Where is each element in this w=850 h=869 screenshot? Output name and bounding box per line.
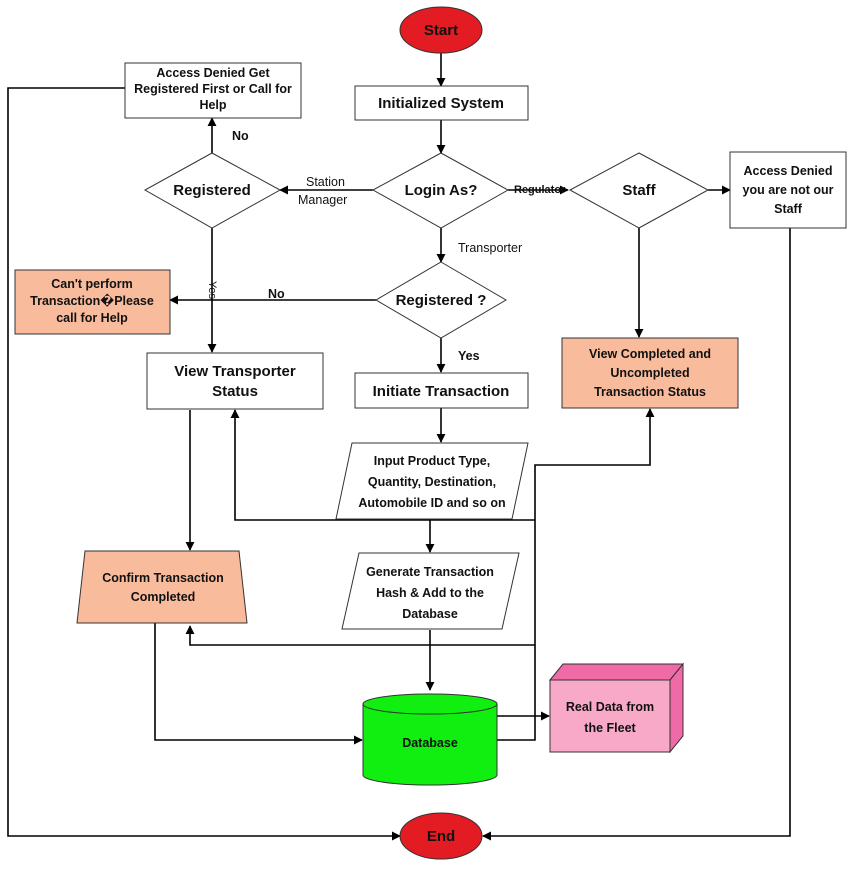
database-node: Database — [362, 693, 498, 786]
confirm-node: Confirm Transaction Completed — [76, 550, 248, 624]
view-transporter-box — [146, 352, 324, 410]
init-box — [354, 85, 529, 121]
generate-hash-line-3: Database — [402, 607, 458, 621]
edge-labels: No Station Manager Regulator Transporter… — [206, 129, 566, 363]
fleet-node: Real Data from the Fleet — [548, 662, 685, 754]
input-product-line-1: Input Product Type, — [374, 454, 490, 468]
view-completed-line-1: View Completed and — [589, 347, 711, 361]
view-completed-line-2: Uncompleted — [610, 366, 689, 380]
initiate-label: Initiate Transaction — [373, 383, 510, 400]
fleet-line-1: Real Data from — [566, 700, 654, 714]
login-label: Login As? — [405, 182, 478, 199]
view-transporter-line-2: Status — [212, 383, 258, 400]
cant-perform-box — [14, 269, 171, 335]
cant-perform-line-3: call for Help — [56, 311, 128, 325]
start-terminal — [399, 6, 483, 54]
generate-hash-node: Generate Transaction Hash & Add to the D… — [341, 552, 520, 630]
label-yes-center: Yes — [458, 349, 480, 363]
access-denied-staff-box — [729, 151, 847, 229]
registered-center-label: Registered ? — [396, 292, 487, 309]
access-denied-register-box — [124, 62, 302, 119]
generate-hash-line-2: Hash & Add to the — [376, 586, 484, 600]
generate-hash-shape — [341, 552, 520, 630]
start-node: Start — [399, 6, 483, 54]
end-node: End — [399, 812, 483, 860]
label-no-top: No — [232, 129, 249, 143]
view-completed-line-3: Transaction Status — [594, 385, 706, 399]
edge-input-to-view-transporter — [230, 409, 535, 521]
end-label: End — [427, 828, 455, 845]
input-product-line-2: Quantity, Destination, — [368, 475, 496, 489]
login-diamond — [371, 152, 510, 229]
registered-center-diamond — [375, 261, 507, 339]
init-label: Initialized System — [378, 95, 504, 112]
end-terminal — [399, 812, 483, 860]
access-denied-register-line-1: Access Denied Get — [156, 66, 270, 80]
init-node: Initialized System — [354, 85, 529, 121]
database-body — [362, 703, 498, 786]
cant-perform-line-2: Transaction�Please — [30, 293, 154, 308]
access-denied-staff-line-1: Access Denied — [744, 164, 833, 178]
confirm-line-1: Confirm Transaction — [102, 571, 224, 585]
staff-diamond — [568, 152, 710, 229]
cant-perform-line-1: Can't perform — [51, 277, 132, 291]
label-regulator: Regulator — [514, 184, 566, 196]
initiate-node: Initiate Transaction — [354, 372, 529, 409]
registered-left-diamond — [143, 152, 282, 229]
edge-access-denied-staff-to-end — [482, 228, 791, 841]
fleet-side-face — [669, 662, 684, 754]
label-station-manager-line-1: Station — [306, 175, 345, 189]
cant-perform-node: Can't perform Transaction�Please call fo… — [14, 269, 171, 335]
database-top — [362, 693, 498, 715]
initiate-box — [354, 372, 529, 409]
label-no-middle: No — [268, 287, 285, 301]
edge-database-feedback — [497, 408, 655, 741]
access-denied-staff-node: Access Denied you are not our Staff — [729, 151, 847, 229]
staff-label: Staff — [622, 182, 656, 199]
fleet-front-face — [549, 679, 671, 753]
access-denied-register-line-2: Registered First or Call for — [134, 82, 292, 96]
label-station-manager-line-2: Manager — [298, 193, 347, 207]
registered-left-decision: Registered — [143, 152, 282, 229]
confirm-shape — [76, 550, 248, 624]
login-decision: Login As? — [371, 152, 510, 229]
database-label: Database — [402, 736, 458, 750]
label-yes-left: Yes — [206, 281, 218, 299]
view-completed-node: View Completed and Uncompleted Transacti… — [561, 337, 739, 409]
confirm-line-2: Completed — [131, 590, 196, 604]
fleet-top-face — [548, 663, 685, 681]
staff-decision: Staff — [568, 152, 710, 229]
view-transporter-node: View Transporter Status — [146, 352, 324, 410]
access-denied-register-line-3: Help — [199, 98, 226, 112]
generate-hash-line-1: Generate Transaction — [366, 565, 494, 579]
connectors — [7, 53, 791, 841]
access-denied-register-node: Access Denied Get Registered First or Ca… — [124, 62, 302, 119]
fleet-line-2: the Fleet — [584, 721, 636, 735]
label-transporter: Transporter — [458, 241, 522, 255]
access-denied-staff-line-2: you are not our — [743, 183, 834, 197]
edge-confirm-to-database — [154, 623, 363, 745]
registered-center-decision: Registered ? — [375, 261, 507, 339]
input-product-shape — [335, 442, 529, 520]
view-transporter-line-1: View Transporter — [174, 363, 296, 380]
input-product-node: Input Product Type, Quantity, Destinatio… — [335, 442, 529, 520]
access-denied-staff-line-3: Staff — [774, 202, 803, 216]
input-product-line-3: Automobile ID and so on — [358, 496, 505, 510]
edge-access-denied-to-end — [7, 87, 401, 841]
start-label: Start — [424, 22, 458, 39]
view-completed-box — [561, 337, 739, 409]
edge-to-confirm-return — [185, 625, 535, 646]
registered-left-label: Registered — [173, 182, 251, 199]
